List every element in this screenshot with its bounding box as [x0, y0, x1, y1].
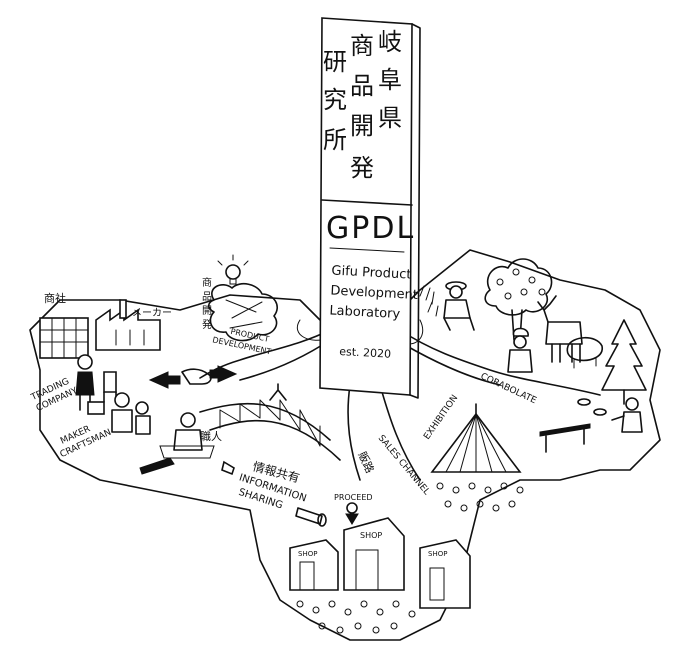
label-company-kanji: 商社 [44, 291, 66, 305]
label-sales-channel-kanji: 販路 [355, 450, 376, 475]
knife-icon [139, 457, 175, 475]
tower-kanji-5: 品 [350, 72, 374, 100]
tower-name-line2: Development [330, 283, 418, 303]
shop-building-3 [419, 539, 471, 609]
label-shop-2: SHOP [360, 531, 382, 540]
stumps-icon [577, 398, 607, 416]
pipe-icon [295, 507, 327, 527]
label-exhibition: EXHIBITION [422, 393, 460, 441]
craftsman-person [111, 392, 151, 435]
double-arrow [148, 365, 238, 389]
crowd-exhibition [436, 482, 524, 512]
chef-person [507, 327, 533, 373]
river-right-2 [404, 344, 501, 386]
tower-kanji-1: 岐 [378, 28, 402, 56]
farmer-person [443, 281, 475, 331]
river-right [399, 329, 601, 396]
crowd-shops [296, 600, 416, 634]
label-product-dev-kanji-4: 発 [202, 318, 212, 331]
product-cloud [207, 282, 278, 342]
label-artisan-kanji: 職人 [200, 430, 222, 443]
arrow-down-icon [345, 513, 359, 525]
tower-established: est. 2020 [339, 345, 391, 361]
person-trading [75, 354, 95, 411]
gpdl-tower [319, 17, 421, 399]
lightbulb-icon [217, 254, 249, 285]
bench-icon [539, 423, 591, 453]
tower-acronym: GPDL [326, 211, 415, 246]
bridge [199, 383, 341, 461]
tower-kanji-8: 研 [323, 48, 347, 76]
label-corabolate: CORABOLATE [479, 372, 538, 407]
tower-kanji-9: 究 [323, 86, 347, 114]
label-proceed: PROCEED [334, 493, 373, 502]
plants-icon [419, 285, 439, 317]
shop-building-2 [343, 517, 405, 591]
boar-icon [566, 336, 603, 369]
factory-building [95, 299, 161, 351]
tower-kanji-7: 発 [350, 154, 374, 182]
box-icon [87, 401, 105, 415]
artisan-person [159, 412, 215, 459]
label-product-dev-kanji-1: 商 [202, 276, 212, 289]
deer-icon [537, 295, 583, 363]
label-shop-3: SHOP [428, 550, 447, 558]
shop-building-1 [289, 539, 339, 591]
chair-icon [103, 371, 117, 403]
river-down [347, 384, 421, 481]
tower-name-line3: Laboratory [329, 303, 401, 322]
tower-kanji-6: 開 [350, 112, 374, 140]
company-building [39, 317, 89, 359]
tower-kanji-4: 商 [350, 32, 374, 60]
tower-kanji-3: 県 [378, 104, 402, 132]
ground-outline [29, 249, 661, 641]
handshake-icon [181, 368, 212, 385]
coin-icon [346, 502, 358, 514]
tower-name-line1: Gifu Product [331, 263, 412, 282]
pine-tree-icon [601, 319, 647, 405]
label-product-dev-kanji-2: 品 [202, 291, 212, 303]
label-shop-1: SHOP [298, 550, 317, 558]
label-maker-kana: メーカー [132, 307, 172, 319]
megaphone-icon [221, 460, 235, 476]
woodworker-person [611, 397, 643, 433]
exhibition-tent [430, 403, 522, 473]
tower-kanji-10: 所 [323, 126, 347, 154]
label-product-dev-kanji-3: 開 [202, 305, 212, 317]
tower-kanji-2: 阜 [378, 66, 402, 94]
label-sales-channel: SALES CHANNEL [376, 434, 432, 498]
